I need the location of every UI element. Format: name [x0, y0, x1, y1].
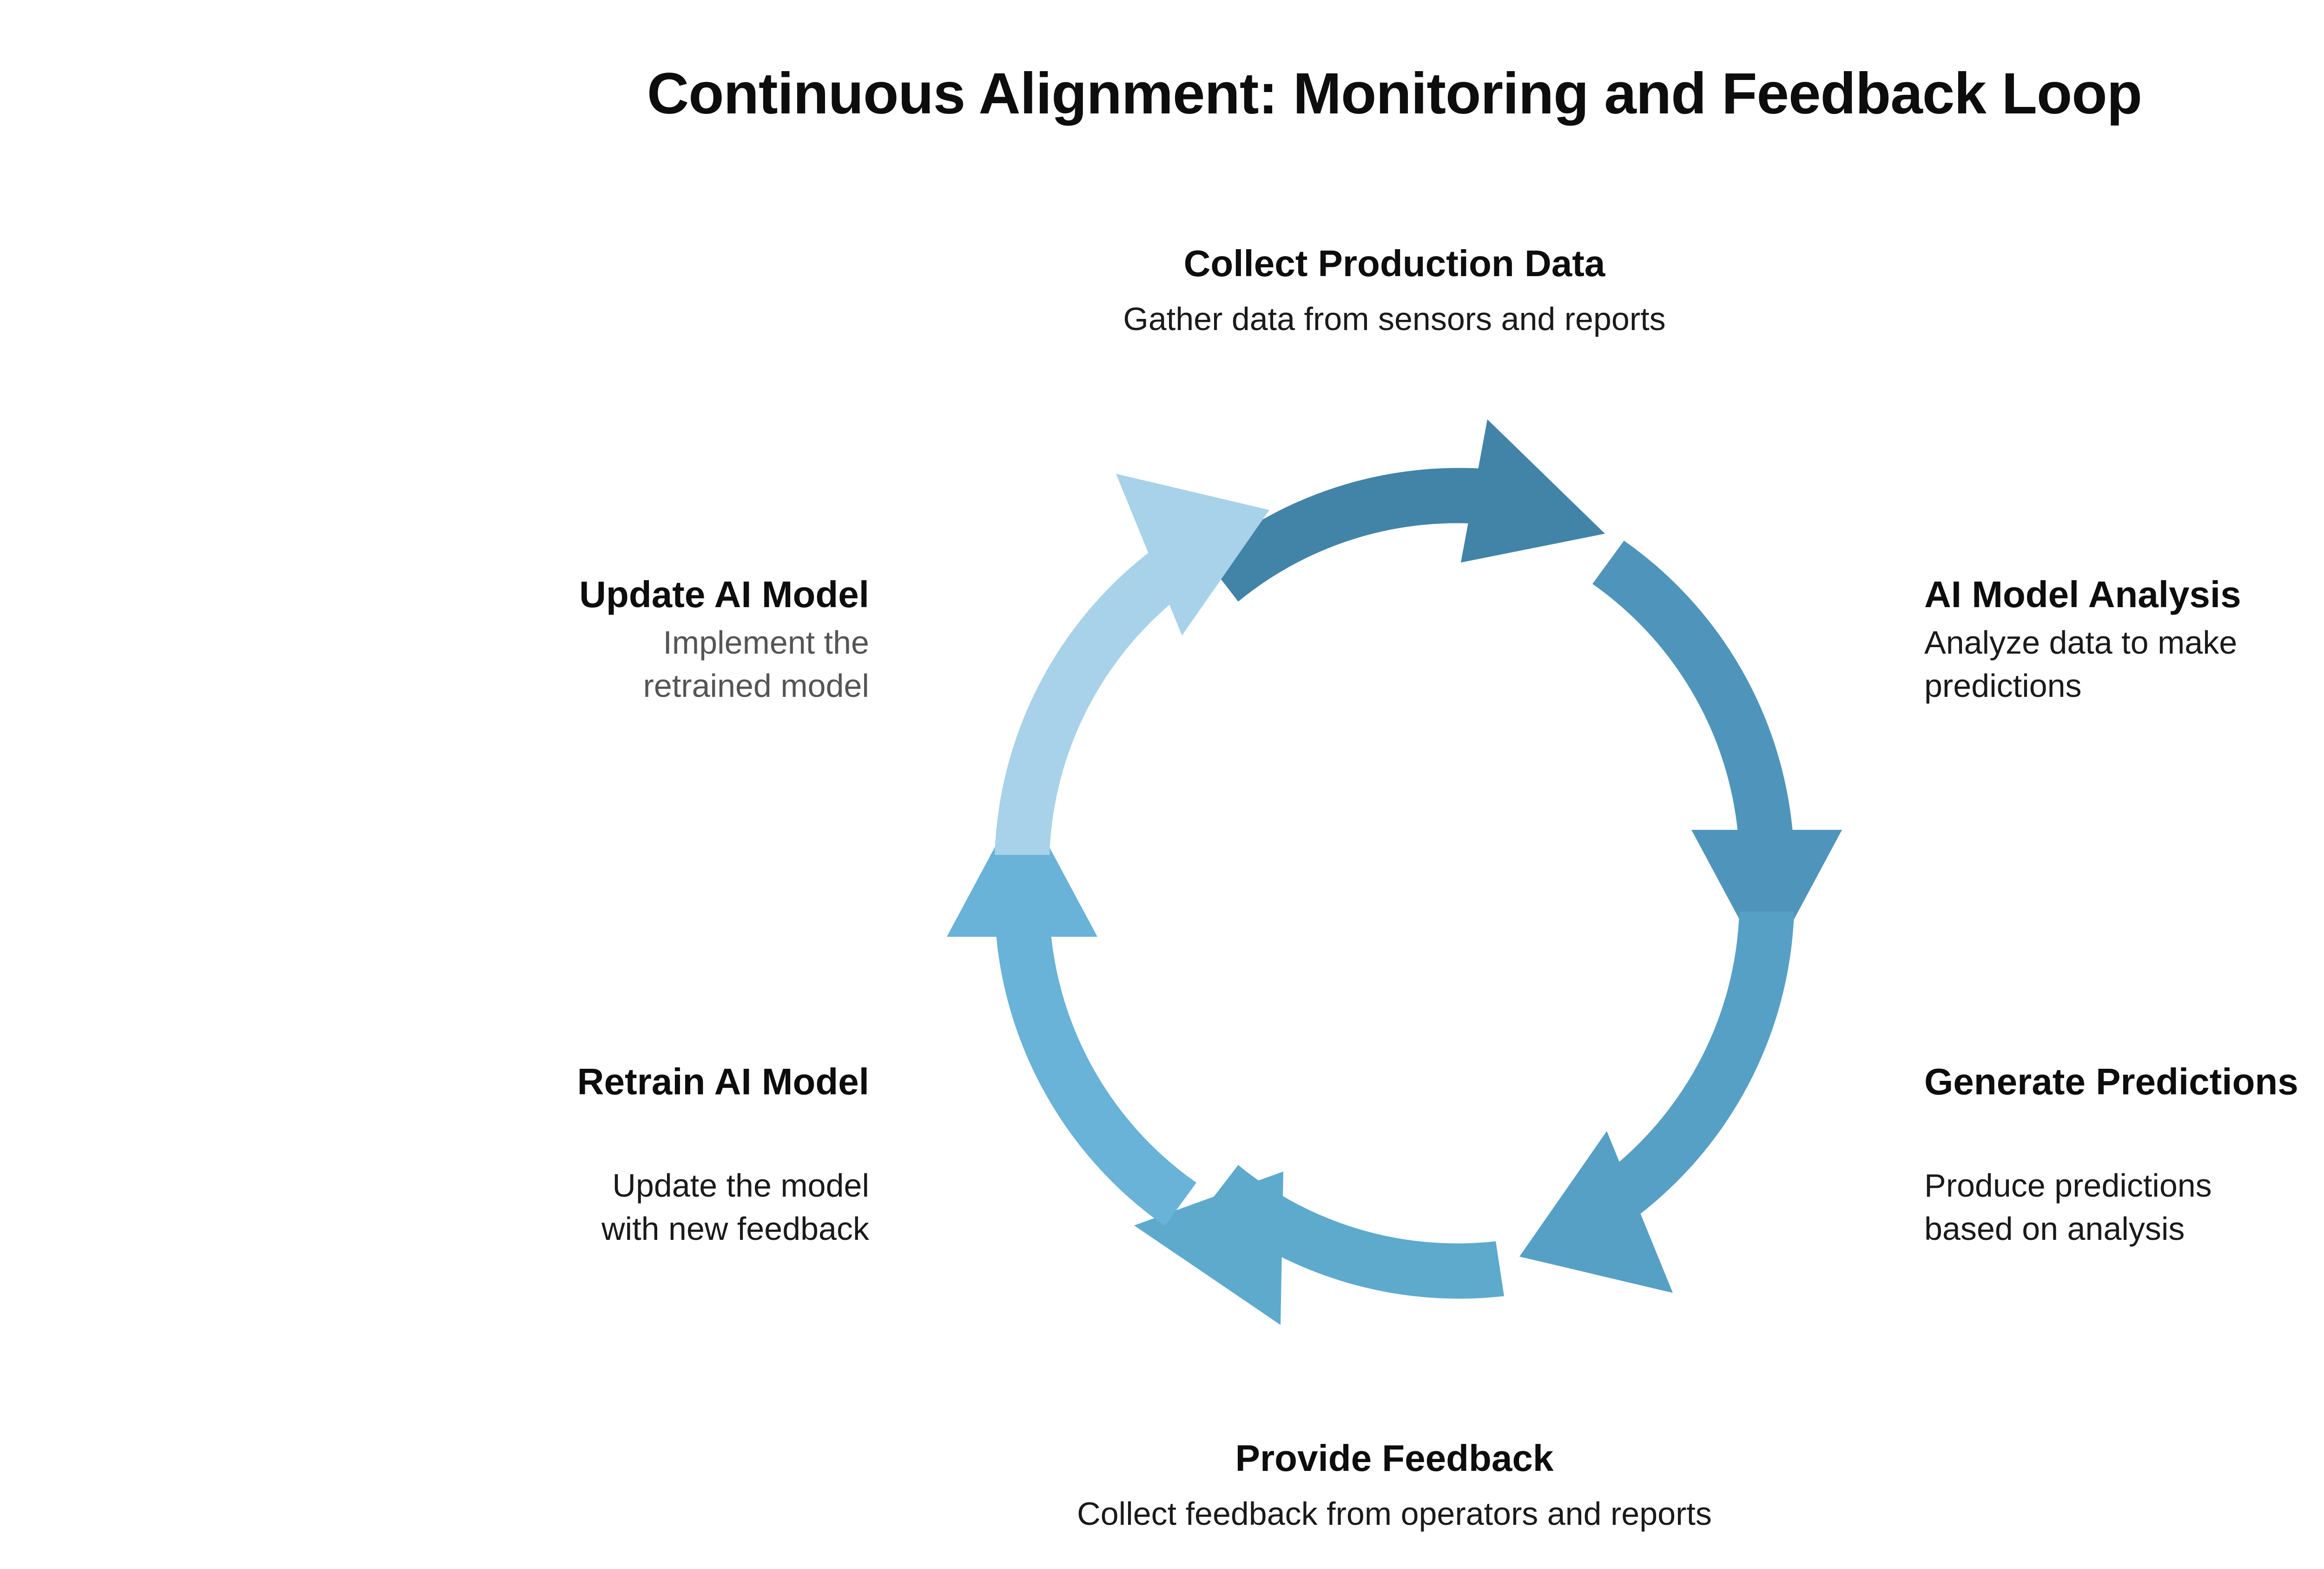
node-description: Collect feedback from operators and repo… — [1077, 1496, 1712, 1532]
node-description: Update the model with new feedback — [601, 1167, 869, 1247]
cycle-node-generate-predictions[interactable]: Generate Predictions Produce predictions… — [1924, 1060, 2324, 1251]
node-title: Collect Production Data — [1183, 243, 1605, 284]
cycle-arrow-update-ai-model — [995, 474, 1269, 855]
node-description: Gather data from sensors and reports — [1123, 301, 1666, 338]
cycle-node-provide-feedback[interactable]: Provide Feedback Collect feedback from o… — [511, 1437, 2278, 1536]
node-title: Provide Feedback — [1235, 1437, 1554, 1479]
cycle-arrow-ai-model-analysis — [1592, 541, 1842, 970]
page-title: Continuous Alignment: Monitoring and Fee… — [647, 61, 2142, 126]
node-description: Analyze data to make predictions — [1924, 624, 2238, 704]
cycle-node-retrain-ai-model[interactable]: Retrain AI Model Update the model with n… — [288, 1060, 869, 1251]
cycle-arrow-generate-predictions — [1519, 912, 1794, 1293]
node-title: Retrain AI Model — [577, 1061, 869, 1102]
cycle-arrow-collect-production-data — [1205, 419, 1605, 602]
node-description: Implement the retrained model — [643, 624, 869, 704]
cycle-arrow-retrain-ai-model — [947, 796, 1196, 1226]
node-description: Produce predictions based on analysis — [1924, 1167, 2212, 1247]
cycle-arrow-ring — [947, 419, 1842, 1325]
cycle-node-ai-model-analysis[interactable]: AI Model Analysis Analyze data to make p… — [1924, 573, 2324, 708]
cycle-node-update-ai-model[interactable]: Update AI Model Implement the retrained … — [288, 573, 869, 708]
node-title: AI Model Analysis — [1924, 574, 2241, 615]
node-title: Generate Predictions — [1924, 1061, 2298, 1102]
cycle-arrow-provide-feedback — [1134, 1165, 1504, 1325]
cycle-node-collect-production-data[interactable]: Collect Production Data Gather data from… — [511, 242, 2278, 341]
node-title: Update AI Model — [579, 574, 869, 615]
